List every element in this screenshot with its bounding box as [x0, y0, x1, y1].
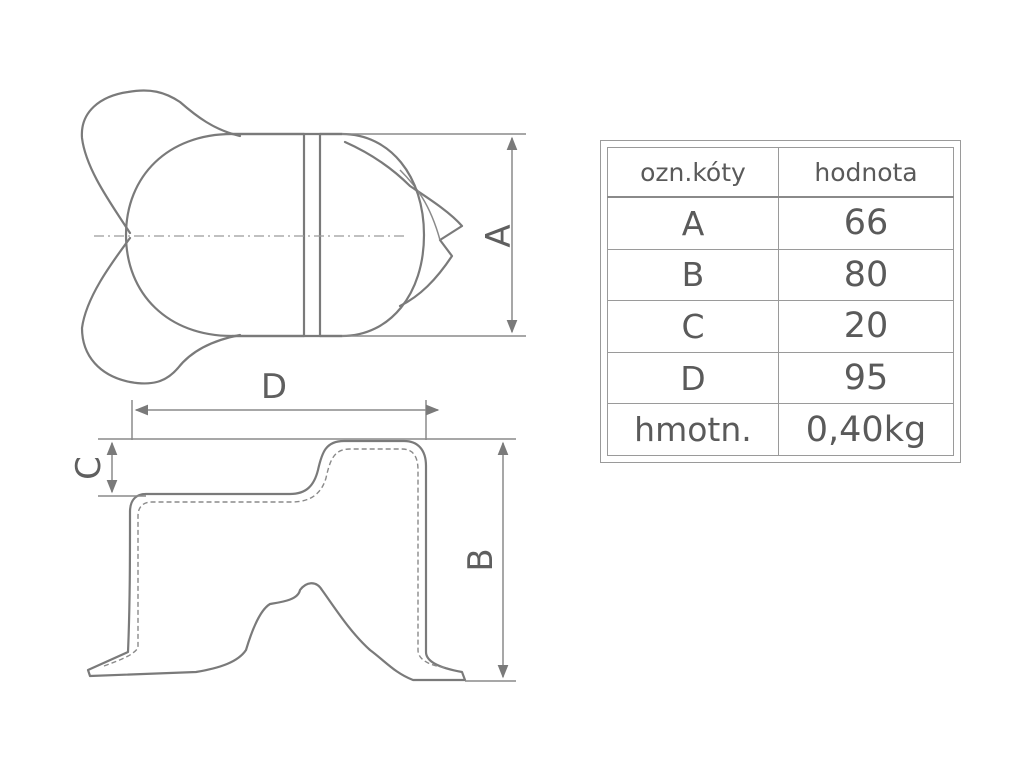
dimension-b: B [461, 441, 516, 682]
dimension-a: A [342, 133, 526, 337]
top-view-upper-petal [80, 89, 242, 235]
dimension-d-label: D [261, 367, 287, 407]
row-value: 95 [777, 351, 955, 405]
column-header-key: ozn.kóty [607, 147, 779, 198]
top-view-tip-inner [399, 169, 441, 241]
row-value: 20 [777, 300, 955, 353]
column-header-value: hodnota [777, 147, 955, 198]
dimension-c-label: C [69, 456, 109, 480]
row-key: C [607, 300, 779, 353]
top-view-body-left [124, 132, 306, 338]
table-row: B 80 [607, 248, 955, 302]
dimension-c: C [69, 438, 516, 497]
row-key: hmotn. [607, 403, 779, 456]
row-key: A [607, 196, 779, 250]
table-row: C 20 [607, 300, 955, 353]
row-value: 80 [777, 248, 955, 302]
table-row: D 95 [607, 351, 955, 405]
side-view [86, 439, 467, 682]
top-view-lower-petal [80, 236, 242, 385]
top-view [80, 89, 464, 385]
row-value: 0,40kg [777, 403, 955, 456]
table-header-row: ozn.kóty hodnota [607, 147, 955, 198]
side-view-outline [86, 439, 467, 682]
top-view-body-right [318, 132, 426, 338]
row-value: 66 [777, 196, 955, 250]
table-row: hmotn. 0,40kg [607, 403, 955, 456]
top-view-tip [343, 140, 464, 308]
dimension-a-label: A [479, 224, 519, 247]
table-row: A 66 [607, 196, 955, 250]
side-view-inner-dashed [103, 448, 449, 669]
dimension-table: ozn.kóty hodnota A 66 B 80 C 20 D [600, 140, 961, 463]
dimension-b-label: B [461, 548, 501, 571]
row-key: B [607, 248, 779, 302]
dimension-table-grid: ozn.kóty hodnota A 66 B 80 C 20 D [607, 147, 955, 456]
row-key: D [607, 351, 779, 405]
dimension-d: D [131, 367, 440, 440]
